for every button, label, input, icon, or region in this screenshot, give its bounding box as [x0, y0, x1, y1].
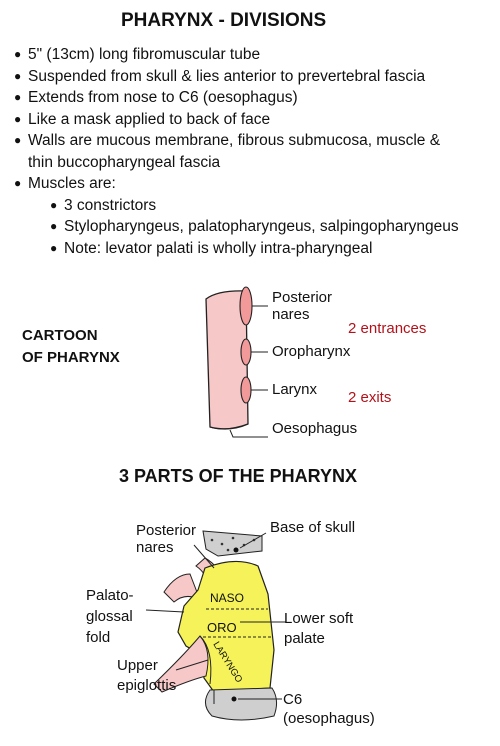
bullet-item: Suspended from skull & lies anterior to …: [14, 66, 494, 88]
base-of-skull-shape: [202, 530, 263, 557]
sub-bullet-item: 3 constrictors: [14, 195, 494, 217]
label-larynx: Larynx: [272, 381, 318, 398]
sub-bullet-item: Stylopharyngeus, palatopharyngeus, salpi…: [14, 216, 494, 238]
label-c6: C6 (oesophagus): [283, 690, 375, 728]
entrances-note: 2 entrances: [348, 320, 427, 337]
label-line: nares: [136, 539, 174, 556]
label-oesophagus: Oesophagus: [272, 420, 358, 437]
label-palatoglossal-fold: Palato- glossal fold: [86, 585, 134, 648]
parts-leaders: [145, 532, 286, 700]
sub-bullet-item: Note: levator palati is wholly intra-pha…: [14, 238, 494, 260]
label-line: palate: [284, 630, 325, 647]
bullet-list: 5" (13cm) long fibromuscular tube Suspen…: [14, 44, 494, 259]
exits-note: 2 exits: [348, 389, 392, 406]
label-line: Posterior: [272, 289, 333, 306]
label-posterior-nares: Posterior nares: [272, 289, 332, 323]
epiglottis-shape: [153, 635, 209, 693]
cartoon-heading-line1: CARTOON: [22, 327, 98, 344]
label-oropharynx: Oropharynx: [272, 343, 351, 360]
label-line: glossal: [86, 608, 133, 625]
bullet-item: 5" (13cm) long fibromuscular tube: [14, 44, 494, 66]
label-line: epiglottis: [117, 677, 177, 694]
bullet-item: Walls are mucous membrane, fibrous submu…: [14, 130, 494, 152]
bullet-continuation: thin buccopharyngeal fascia: [28, 153, 221, 171]
oro-label: ORO: [207, 620, 237, 635]
skull-point: [233, 547, 239, 553]
naso-label: NASO: [210, 591, 244, 605]
cartoon-heading-line2: OF PHARYNX: [22, 349, 120, 366]
label-line: Upper: [117, 657, 158, 674]
label-posterior-nares-2: Posterior nares: [136, 522, 196, 556]
label-line: Palato-: [86, 587, 134, 604]
label-upper-epiglottis: Upper epiglottis: [117, 656, 176, 696]
label-line: nares: [272, 306, 310, 323]
label-lower-soft-palate: Lower soft palate: [284, 609, 353, 649]
parts-heading: 3 PARTS OF THE PHARYNX: [119, 466, 358, 486]
label-base-of-skull: Base of skull: [270, 519, 356, 536]
cartoon-heading: CARTOON OF PHARYNX: [22, 325, 120, 369]
label-line: Lower soft: [284, 610, 354, 627]
cartoon-leaders: [229, 305, 268, 438]
bullet-item: Muscles are:: [14, 173, 494, 195]
pharynx-tube: [205, 286, 253, 430]
page-title: PHARYNX - DIVISIONS: [121, 10, 327, 31]
label-line: C6: [283, 691, 303, 708]
label-line: Posterior: [136, 522, 197, 539]
label-line: (oesophagus): [283, 710, 375, 727]
bullet-item: Like a mask applied to back of face: [14, 109, 494, 131]
oesophagus-shape: [205, 687, 278, 721]
label-line: fold: [86, 629, 111, 646]
bullet-item: Extends from nose to C6 (oesophagus): [14, 87, 494, 109]
c6-point: [231, 696, 237, 702]
